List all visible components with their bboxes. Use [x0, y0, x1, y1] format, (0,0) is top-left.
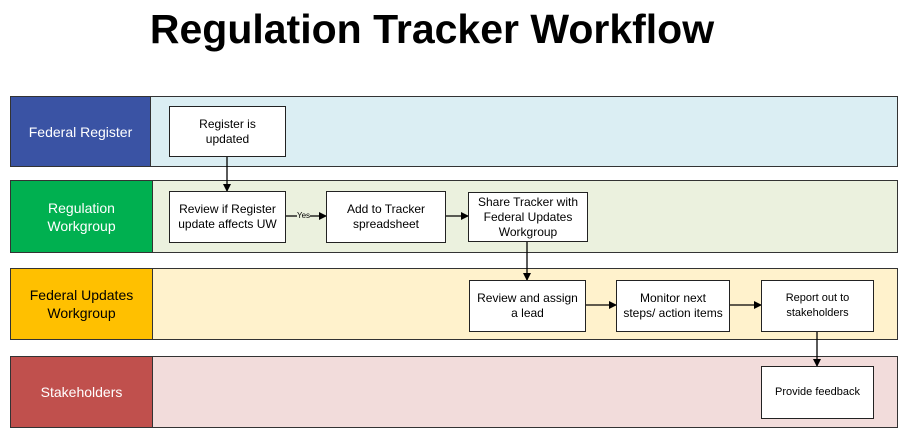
step-review-register-update: Review if Register update affects UW	[169, 191, 286, 243]
step-report-out: Report out to stakeholders	[761, 280, 874, 332]
lane-label-stakeholders: Stakeholders	[11, 357, 153, 427]
lane-federal-register: Federal Register	[10, 96, 898, 167]
step-review-assign-lead: Review and assign a lead	[469, 280, 586, 332]
step-register-updated: Register is updated	[169, 106, 286, 157]
lane-federal-updates-workgroup: Federal Updates Workgroup	[10, 268, 898, 340]
lane-label-federal-register: Federal Register	[11, 97, 151, 166]
lane-label-regulation-workgroup: Regulation Workgroup	[11, 181, 153, 252]
lane-stakeholders: Stakeholders	[10, 356, 898, 428]
diagram-title: Regulation Tracker Workflow	[149, 6, 715, 52]
step-monitor-next-steps: Monitor next steps/ action items	[616, 280, 730, 332]
lane-label-federal-updates-workgroup: Federal Updates Workgroup	[11, 269, 153, 339]
step-provide-feedback: Provide feedback	[761, 366, 874, 419]
step-share-tracker: Share Tracker with Federal Updates Workg…	[468, 192, 588, 242]
connector-label-yes: Yes	[297, 211, 311, 220]
step-add-to-tracker: Add to Tracker spreadsheet	[326, 191, 446, 243]
